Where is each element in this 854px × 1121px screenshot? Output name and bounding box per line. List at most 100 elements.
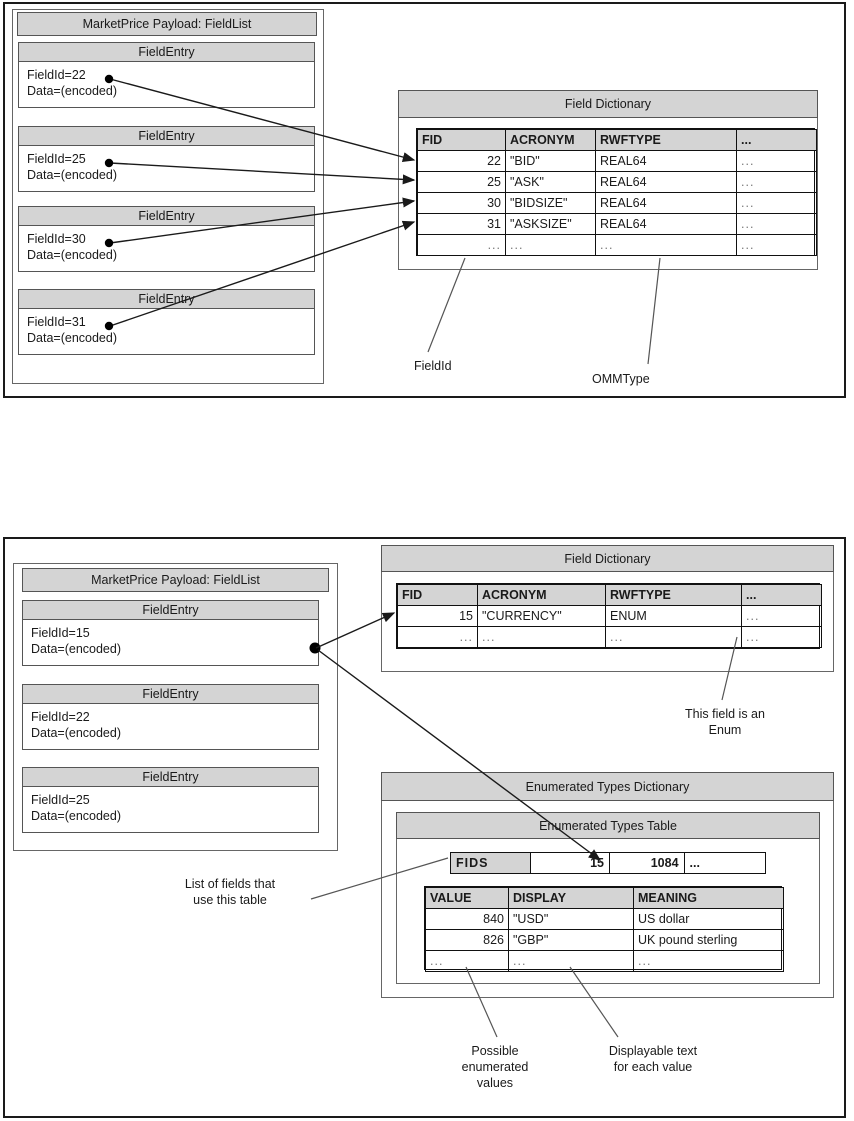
table-row: 30 "BIDSIZE" REAL64 ... (417, 192, 817, 214)
table-row: 22 "BID" REAL64 ... (417, 150, 817, 172)
bottom-entry-0-header: FieldEntry (22, 600, 319, 620)
col-meaning: MEANING (633, 887, 784, 909)
bottom-entry-0-fieldid: FieldId=15 (31, 626, 90, 640)
top-callout-fieldid: FieldId (414, 359, 452, 373)
table-row: 840 "USD" US dollar (425, 908, 784, 930)
cell-meaning: ... (633, 950, 784, 972)
bottom-entry-0-header-text: FieldEntry (142, 603, 199, 617)
bottom-payload-title: MarketPrice Payload: FieldList (22, 568, 329, 592)
fids-value-2: ... (689, 856, 700, 870)
cell-acronym: "BID" (505, 150, 596, 172)
col-display: DISPLAY (508, 887, 634, 909)
top-entry-3-data: Data=(encoded) (27, 331, 117, 345)
enum-dictionary-title-text: Enumerated Types Dictionary (525, 779, 690, 794)
top-entry-3-header-text: FieldEntry (138, 292, 195, 306)
top-entry-0-data: Data=(encoded) (27, 84, 117, 98)
bottom-entry-1-fieldid: FieldId=22 (31, 710, 90, 724)
top-payload-title: MarketPrice Payload: FieldList (17, 12, 317, 36)
bottom-entry-1-header-text: FieldEntry (142, 687, 199, 701)
top-entry-3-body: FieldId=31 Data=(encoded) (18, 309, 315, 355)
top-entry-2-header: FieldEntry (18, 206, 315, 226)
cell-ellipsis: ... (741, 626, 822, 648)
top-entry-1-header-text: FieldEntry (138, 129, 195, 143)
callout-possible-line2: enumerated (461, 1060, 529, 1074)
bottom-entry-1-header: FieldEntry (22, 684, 319, 704)
col-acronym: ACRONYM (477, 584, 606, 606)
callout-possible-line3: values (476, 1076, 514, 1090)
bottom-entry-1-body: FieldId=22 Data=(encoded) (22, 704, 319, 750)
table-header-row: FID ACRONYM RWFTYPE ... (417, 129, 817, 151)
cell-display: "GBP" (508, 929, 634, 951)
col-fid: FID (417, 129, 506, 151)
cell-rwftype: REAL64 (595, 171, 737, 193)
table-row: ... ... ... (425, 950, 784, 972)
top-field-dictionary-title: Field Dictionary (398, 90, 818, 118)
cell-acronym: "CURRENCY" (477, 605, 606, 627)
cell-value: ... (425, 950, 509, 972)
top-field-dictionary-title-text: Field Dictionary (564, 97, 652, 111)
table-row: ... ... ... ... (417, 234, 817, 256)
col-acronym: ACRONYM (505, 129, 596, 151)
top-entry-0-header-text: FieldEntry (138, 45, 195, 59)
cell-ellipsis: ... (736, 150, 817, 172)
cell-fid: 25 (417, 171, 506, 193)
cell-fid: ... (397, 626, 478, 648)
cell-display: "USD" (508, 908, 634, 930)
cell-acronym: "ASK" (505, 171, 596, 193)
top-entry-1-body: FieldId=25 Data=(encoded) (18, 146, 315, 192)
top-entry-2-fieldid: FieldId=30 (27, 232, 86, 246)
top-entry-3-header: FieldEntry (18, 289, 315, 309)
cell-fid: 31 (417, 213, 506, 235)
cell-value: 826 (425, 929, 509, 951)
cell-ellipsis: ... (736, 234, 817, 256)
table-row: 826 "GBP" UK pound sterling (425, 929, 784, 951)
callout-display-line2: for each value (613, 1060, 693, 1074)
bottom-entry-2-header-text: FieldEntry (142, 770, 199, 784)
cell-acronym: "ASKSIZE" (505, 213, 596, 235)
enum-values-table: VALUE DISPLAY MEANING 840 "USD" US dolla… (424, 886, 784, 972)
top-entry-2-body: FieldId=30 Data=(encoded) (18, 226, 315, 272)
cell-rwftype: ... (605, 626, 742, 648)
cell-acronym: ... (505, 234, 596, 256)
cell-display: ... (508, 950, 634, 972)
callout-list-of-fields: List of fields that use this table (155, 876, 305, 908)
top-entry-0-fieldid: FieldId=22 (27, 68, 86, 82)
bottom-field-dictionary-table: FID ACRONYM RWFTYPE ... 15 "CURRENCY" EN… (396, 583, 822, 649)
top-entry-3-fieldid: FieldId=31 (27, 315, 86, 329)
cell-acronym: "BIDSIZE" (505, 192, 596, 214)
bottom-entry-0-body: FieldId=15 Data=(encoded) (22, 620, 319, 666)
cell-rwftype: REAL64 (595, 192, 737, 214)
callout-enum-line2: Enum (708, 723, 742, 737)
col-value: VALUE (425, 887, 509, 909)
top-entry-2-header-text: FieldEntry (138, 209, 195, 223)
callout-displayable-text: Displayable text for each value (583, 1043, 723, 1075)
cell-rwftype: REAL64 (595, 213, 737, 235)
cell-fid: 22 (417, 150, 506, 172)
cell-acronym: ... (477, 626, 606, 648)
cell-ellipsis: ... (736, 192, 817, 214)
bottom-field-dictionary-title-text: Field Dictionary (564, 551, 651, 566)
bottom-payload-title-text: MarketPrice Payload: FieldList (91, 573, 260, 587)
callout-possible-values: Possible enumerated values (440, 1043, 550, 1091)
top-entry-1-header: FieldEntry (18, 126, 315, 146)
fids-value-0: 15 (531, 853, 610, 873)
cell-rwftype: ENUM (605, 605, 742, 627)
fids-value-1: 1084 (610, 853, 685, 873)
bottom-field-dictionary-title: Field Dictionary (381, 545, 834, 572)
enum-dictionary-title: Enumerated Types Dictionary (381, 772, 834, 801)
bottom-entry-2-fieldid: FieldId=25 (31, 793, 90, 807)
top-entry-2-data: Data=(encoded) (27, 248, 117, 262)
cell-fid: 15 (397, 605, 478, 627)
top-entry-1-data: Data=(encoded) (27, 168, 117, 182)
col-ellipsis: ... (741, 584, 822, 606)
enum-types-table-title: Enumerated Types Table (396, 812, 820, 839)
table-header-row: VALUE DISPLAY MEANING (425, 887, 784, 909)
cell-meaning: UK pound sterling (633, 929, 784, 951)
bottom-entry-0-data: Data=(encoded) (31, 642, 121, 656)
col-ellipsis: ... (736, 129, 817, 151)
cell-fid: ... (417, 234, 506, 256)
table-row: 31 "ASKSIZE" REAL64 ... (417, 213, 817, 235)
top-entry-1-fieldid: FieldId=25 (27, 152, 86, 166)
callout-display-line1: Displayable text (608, 1044, 698, 1058)
callout-possible-line1: Possible (471, 1044, 519, 1058)
